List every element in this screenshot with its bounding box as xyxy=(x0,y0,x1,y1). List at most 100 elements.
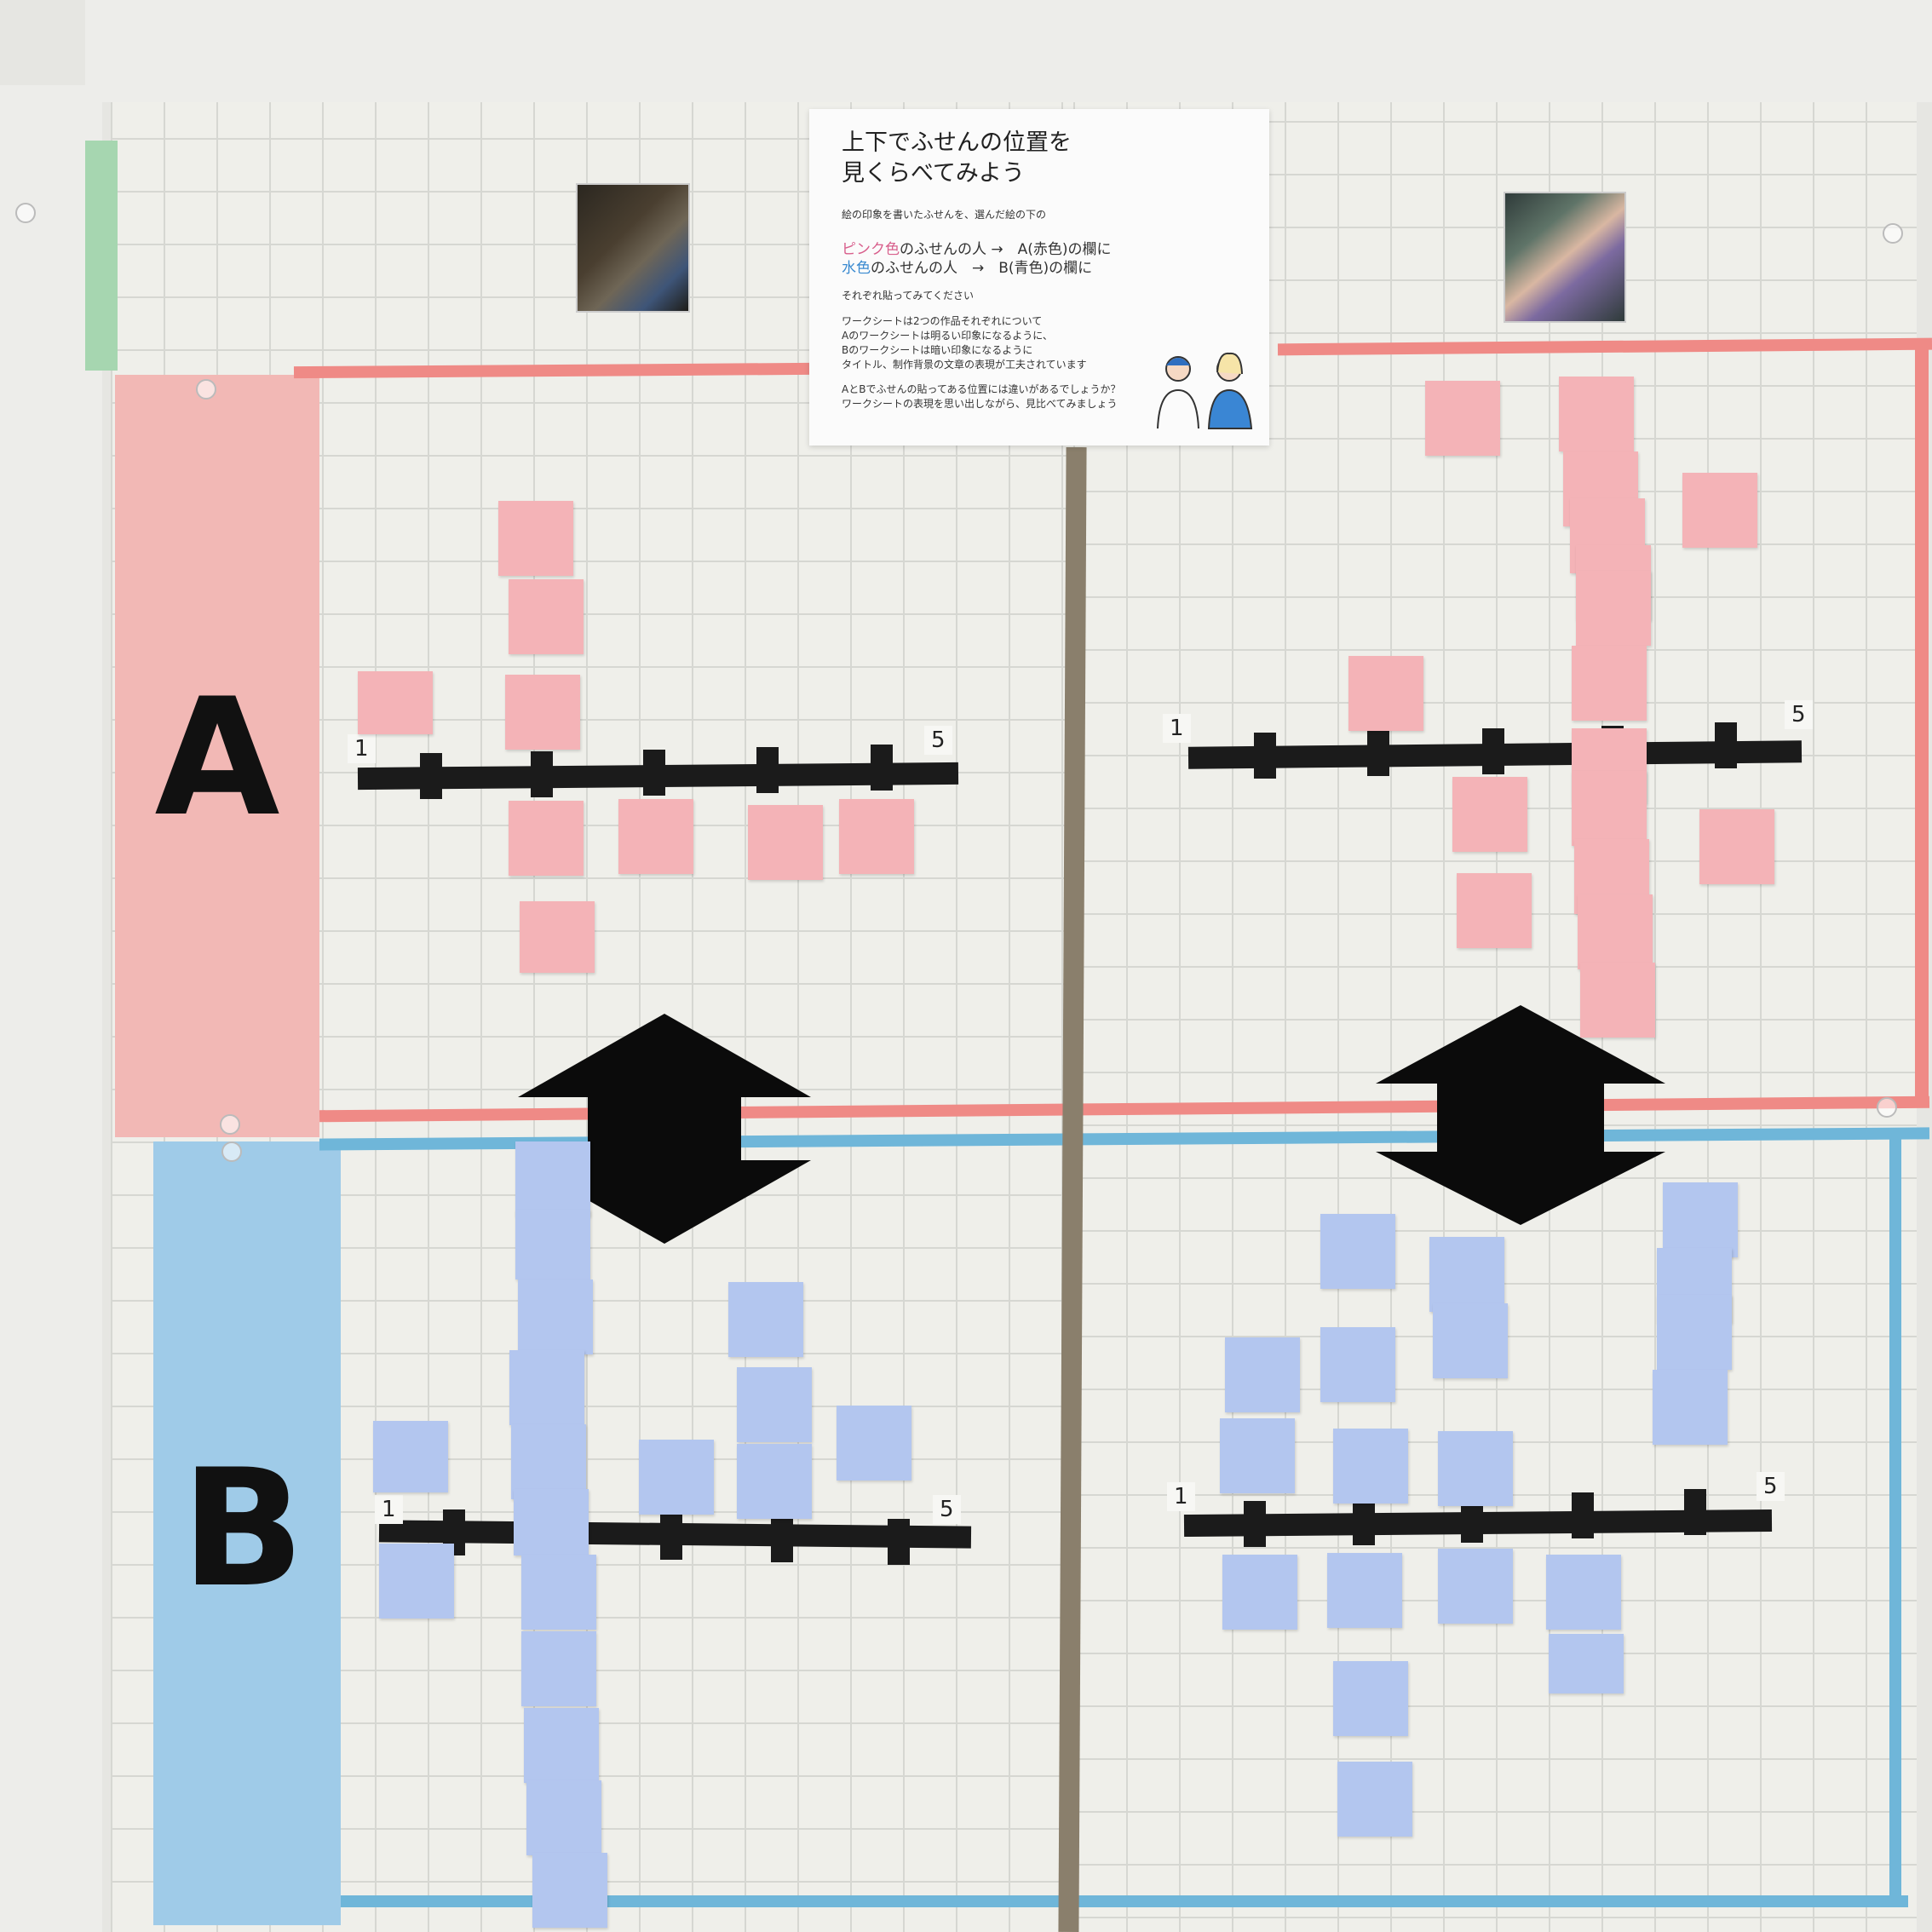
sticky-note-pink xyxy=(1452,777,1527,852)
sticky-note-blue xyxy=(737,1367,812,1442)
section-a-band xyxy=(115,375,319,1137)
arrow-up-down-icon xyxy=(518,1014,811,1244)
sticky-note-pink xyxy=(509,579,584,654)
sticky-note-blue xyxy=(524,1708,599,1783)
scale-max-left-b: 5 xyxy=(933,1495,961,1524)
sticky-note-blue xyxy=(837,1406,911,1481)
sticky-note-blue xyxy=(737,1444,812,1519)
sticky-note-blue xyxy=(639,1440,714,1515)
tick xyxy=(771,1516,793,1562)
far-left-sheet xyxy=(0,85,102,1932)
blue-rest: のふせんの人 → B(青色)の欄に xyxy=(871,260,1093,277)
tick xyxy=(1482,728,1504,774)
sign-para1-2: Aのワークシートは明るい印象になるように、 xyxy=(842,330,1053,342)
sticky-note-pink xyxy=(1348,656,1423,731)
pushpin xyxy=(196,379,216,400)
people-illustration xyxy=(1157,352,1253,429)
sticky-note-pink xyxy=(748,805,823,880)
pink-label: ピンク色 xyxy=(842,241,900,258)
tick xyxy=(1254,733,1276,779)
sticky-note-pink xyxy=(1578,894,1653,969)
tick xyxy=(1572,1492,1594,1538)
sticky-note-blue xyxy=(1333,1661,1408,1736)
sticky-note-blue xyxy=(509,1350,584,1425)
sign-para1-3: Bのワークシートは暗い印象になるように xyxy=(842,344,1033,356)
green-tape xyxy=(85,141,118,371)
sticky-note-pink xyxy=(358,671,433,734)
sign-para2-2: ワークシートの表現を思い出しながら、見比べてみましょう xyxy=(842,398,1118,410)
scale-min-left-b: 1 xyxy=(375,1495,403,1524)
sticky-note-blue xyxy=(526,1780,601,1855)
tick xyxy=(756,747,779,793)
sticky-note-blue xyxy=(1220,1418,1295,1493)
tick xyxy=(643,750,665,796)
sticky-note-blue xyxy=(1546,1555,1621,1630)
sticky-note-blue xyxy=(1320,1214,1395,1289)
pushpin xyxy=(1883,223,1903,244)
sign-title-line-1: 上下でふせんの位置を xyxy=(842,129,1072,156)
sticky-note-blue xyxy=(515,1141,590,1216)
bottom-blue-line xyxy=(341,1895,1908,1907)
section-b-band xyxy=(153,1141,341,1925)
sign-para1-1: ワークシートは2つの作品それぞれについて xyxy=(842,315,1043,327)
sticky-note-pink xyxy=(509,801,584,876)
sticky-note-pink xyxy=(505,675,580,750)
sticky-note-blue xyxy=(1337,1762,1412,1837)
sticky-note-blue xyxy=(1429,1237,1504,1312)
pushpin xyxy=(221,1141,242,1162)
sticky-note-blue xyxy=(1222,1555,1297,1630)
sticky-note-pink xyxy=(1425,381,1500,456)
sticky-note-blue xyxy=(1549,1634,1624,1693)
tick xyxy=(888,1519,910,1565)
sticky-note-pink xyxy=(1576,571,1651,646)
tick xyxy=(531,751,553,797)
right-blue-edge xyxy=(1889,1133,1901,1900)
sticky-note-pink xyxy=(1580,963,1655,1038)
painting-photo-left xyxy=(576,183,690,313)
sticky-note-blue xyxy=(373,1421,448,1492)
scale-max-right-b: 5 xyxy=(1757,1472,1785,1501)
scale-max-right-a: 5 xyxy=(1785,700,1813,729)
sticky-note-blue xyxy=(1327,1553,1402,1628)
sticky-note-blue xyxy=(514,1489,589,1555)
sign-title-line-2: 見くらべてみよう xyxy=(842,160,1025,187)
sticky-note-pink xyxy=(1457,873,1532,948)
sign-para2-1: AとBでふせんの貼ってある位置には違いがあるでしょうか？ xyxy=(842,383,1121,395)
scale-min-right-b: 1 xyxy=(1167,1482,1195,1511)
sticky-note-blue xyxy=(532,1853,607,1928)
sticky-note-blue xyxy=(1438,1549,1513,1624)
pink-rest: のふせんの人 → A(赤色)の欄に xyxy=(900,241,1112,258)
sign-blue-row: 水色のふせんの人 → B(青色)の欄に xyxy=(842,256,1092,277)
scale-max-left-a: 5 xyxy=(924,726,952,755)
sign-subtitle: 絵の印象を書いたふせんを、選んだ絵の下の xyxy=(842,209,1047,221)
sticky-note-blue xyxy=(1657,1295,1732,1370)
sticky-note-blue xyxy=(521,1555,596,1630)
tick xyxy=(871,745,893,791)
sticky-note-blue xyxy=(1653,1370,1728,1445)
tick xyxy=(420,753,442,799)
sticky-note-pink xyxy=(839,799,914,874)
right-red-edge xyxy=(1915,341,1929,1107)
tick xyxy=(1715,722,1737,768)
sign-pink-row: ピンク色のふせんの人 → A(赤色)の欄に xyxy=(842,237,1112,258)
section-b-label: B xyxy=(181,1435,305,1623)
tick xyxy=(660,1514,682,1560)
sticky-note-blue xyxy=(728,1282,803,1357)
painting-photo-right xyxy=(1504,192,1626,323)
sticky-note-blue xyxy=(1333,1429,1408,1504)
section-a-label: A xyxy=(154,664,280,852)
sign-instruction: それぞれ貼ってみてください xyxy=(842,290,975,302)
sign-title: 上下でふせんの位置を 見くらべてみよう xyxy=(842,128,1072,189)
sticky-note-pink xyxy=(1572,771,1647,846)
tick xyxy=(1367,730,1389,776)
pushpin xyxy=(220,1114,240,1135)
sticky-note-pink xyxy=(1682,473,1757,548)
scale-min-right-a: 1 xyxy=(1163,714,1191,743)
tick xyxy=(1244,1501,1266,1547)
pushpin xyxy=(15,203,36,223)
sticky-note-blue xyxy=(1663,1182,1738,1257)
sticky-note-blue xyxy=(518,1279,593,1354)
sticky-note-blue xyxy=(1433,1303,1508,1378)
sticky-note-blue xyxy=(1438,1431,1513,1506)
sticky-note-blue xyxy=(511,1424,586,1499)
